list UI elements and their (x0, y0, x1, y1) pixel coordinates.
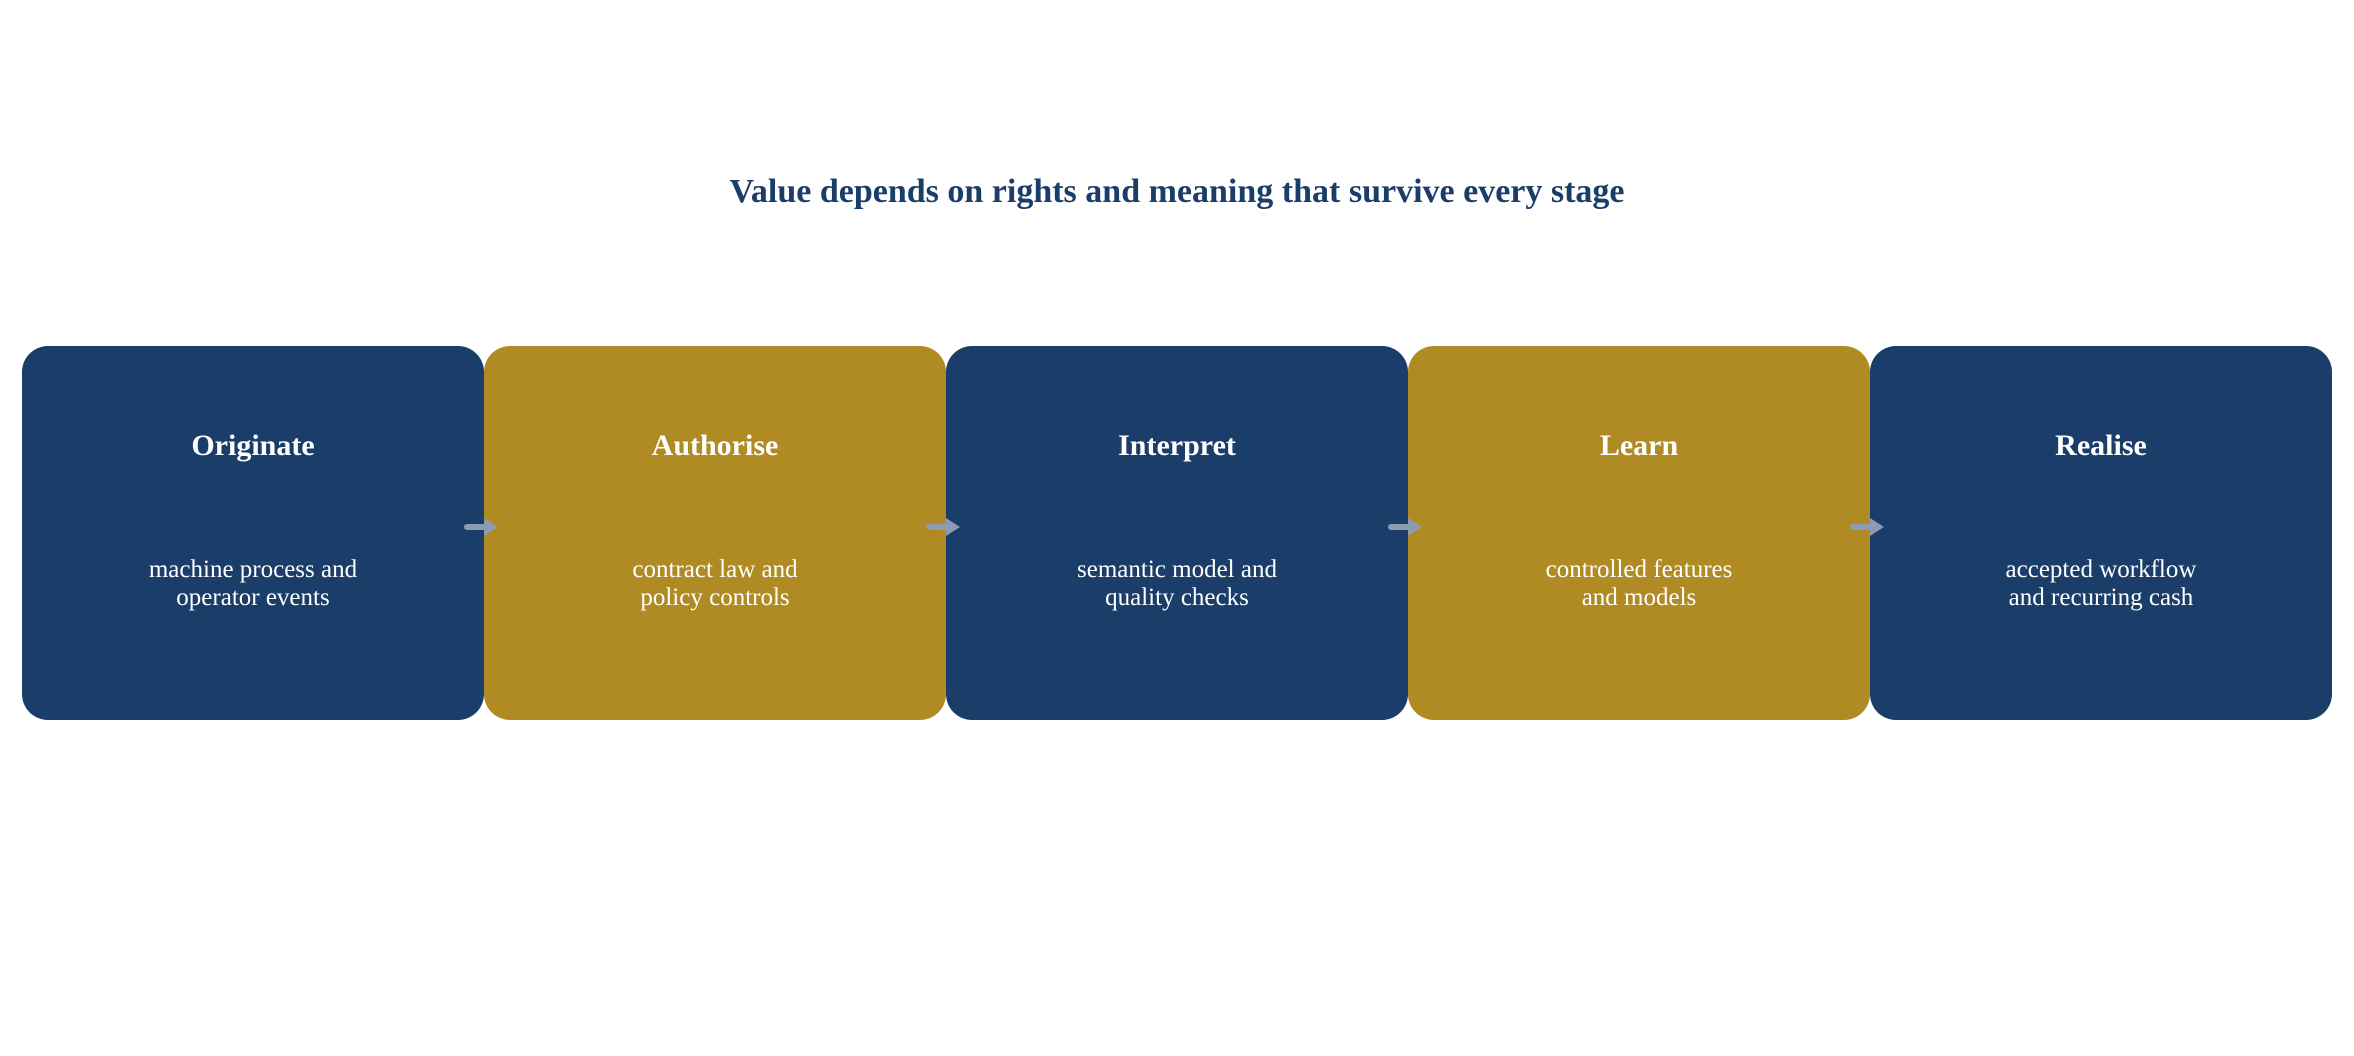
stage-title: Realise (2055, 429, 2147, 462)
stage-description: machine process and operator events (42, 556, 464, 612)
stage-description: semantic model and quality checks (966, 556, 1388, 612)
stage-description-line: and recurring cash (2008, 584, 2194, 611)
stage-title: Originate (191, 429, 315, 462)
stage-description-line: accepted workflow (2005, 556, 2197, 583)
stage-title: Learn (1599, 429, 1679, 462)
stage-description-line: policy controls (640, 584, 790, 611)
diagram-title: Value depends on rights and meaning that… (729, 173, 1625, 210)
stage-description-line: semantic model and (1077, 556, 1277, 583)
stage-description-line: quality checks (1105, 584, 1249, 611)
right-arrow-icon (926, 518, 960, 536)
right-arrow-icon (1388, 518, 1422, 536)
right-arrow-icon (1850, 518, 1884, 536)
stage-description: accepted workflow and recurring cash (1890, 556, 2312, 612)
stage-realise: Realise accepted workflow and recurring … (1870, 346, 2332, 720)
stage-description-line: contract law and (632, 556, 798, 583)
stage-description-line: controlled features (1545, 556, 1733, 583)
stage-description-line: machine process and (148, 556, 358, 583)
stage-learn: Learn controlled features and models (1408, 346, 1870, 720)
stage-description: controlled features and models (1428, 556, 1850, 612)
stage-title: Authorise (651, 429, 779, 462)
right-arrow-icon (464, 518, 498, 536)
stage-description: contract law and policy controls (504, 556, 926, 612)
stage-originate: Originate machine process and operator e… (22, 346, 484, 720)
stage-description-line: and models (1581, 584, 1697, 611)
stage-description-line: operator events (176, 584, 330, 611)
stage-authorise: Authorise contract law and policy contro… (484, 346, 946, 720)
stage-interpret: Interpret semantic model and quality che… (946, 346, 1408, 720)
stage-title: Interpret (1118, 429, 1236, 462)
